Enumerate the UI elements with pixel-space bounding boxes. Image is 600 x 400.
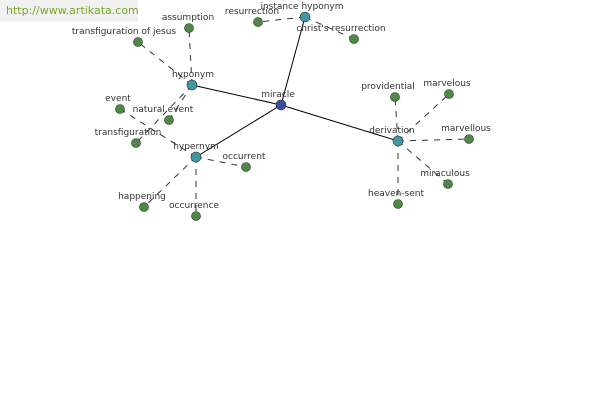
node-marker-marvelous[interactable] xyxy=(444,89,454,99)
nodes-layer: miracle hyponym instance hyponym derivation… xyxy=(72,2,491,221)
edge-miracle-hypernym xyxy=(195,104,282,158)
node-label-occurrent[interactable]: occurrent xyxy=(223,152,266,162)
node-hypernym[interactable]: hypernym xyxy=(173,142,219,163)
node-marvelous[interactable]: marvelous xyxy=(423,79,471,99)
node-marker-miracle[interactable] xyxy=(275,99,287,111)
node-label-instance_hyponym[interactable]: instance hyponym xyxy=(260,2,343,12)
node-label-christs_resurrection[interactable]: christ's resurrection xyxy=(296,24,385,34)
node-marker-hyponym[interactable] xyxy=(186,79,198,91)
node-label-transfiguration_of_jesus[interactable]: transfiguration of jesus xyxy=(72,27,177,37)
node-label-hypernym[interactable]: hypernym xyxy=(173,142,219,152)
node-providential[interactable]: providential xyxy=(361,82,415,102)
node-label-derivation[interactable]: derivation xyxy=(369,126,415,136)
node-label-marvelous[interactable]: marvelous xyxy=(423,79,471,89)
node-label-event[interactable]: event xyxy=(105,94,131,104)
node-label-happening[interactable]: happening xyxy=(118,192,166,202)
node-marker-heaven_sent[interactable] xyxy=(393,199,403,209)
node-label-miracle[interactable]: miracle xyxy=(261,90,295,100)
edge-instance_hyponym-christs_resurrection xyxy=(304,16,355,40)
edge-hyponym-transfiguration xyxy=(135,84,193,144)
node-label-providential[interactable]: providential xyxy=(361,82,415,92)
node-heaven_sent[interactable]: heaven-sent xyxy=(368,189,425,209)
node-natural_event[interactable]: natural event xyxy=(133,105,194,125)
edge-hypernym-event xyxy=(119,108,197,158)
node-label-heaven_sent[interactable]: heaven-sent xyxy=(368,189,425,199)
edge-derivation-providential xyxy=(394,96,399,142)
node-label-occurrence[interactable]: occurrence xyxy=(169,201,219,211)
node-marker-derivation[interactable] xyxy=(392,135,404,147)
node-marker-christs_resurrection[interactable] xyxy=(349,34,359,44)
edge-hypernym-occurrent xyxy=(195,156,247,168)
node-instance_hyponym[interactable]: instance hyponym xyxy=(260,2,344,23)
node-marker-occurrence[interactable] xyxy=(191,211,201,221)
node-label-transfiguration[interactable]: transfiguration xyxy=(95,128,162,138)
node-label-marvellous[interactable]: marvellous xyxy=(441,124,491,134)
node-label-assumption[interactable]: assumption xyxy=(162,13,214,23)
node-marker-marvellous[interactable] xyxy=(464,134,474,144)
node-assumption[interactable]: assumption xyxy=(162,13,214,33)
node-hyponym[interactable]: hyponym xyxy=(172,70,214,91)
node-occurrence[interactable]: occurrence xyxy=(169,201,219,221)
node-marker-assumption[interactable] xyxy=(184,23,194,33)
node-label-hyponym[interactable]: hyponym xyxy=(172,70,214,80)
edge-miracle-instance_hyponym xyxy=(280,16,306,106)
node-label-miraculous[interactable]: miraculous xyxy=(420,169,470,179)
edge-miracle-derivation xyxy=(280,104,399,142)
edge-hypernym-happening xyxy=(143,156,197,208)
edge-hyponym-assumption xyxy=(188,27,193,86)
node-marker-happening[interactable] xyxy=(139,202,149,212)
node-resurrection[interactable]: resurrection xyxy=(225,7,279,27)
node-occurrent[interactable]: occurrent xyxy=(223,152,266,172)
node-label-resurrection[interactable]: resurrection xyxy=(225,7,279,17)
node-marker-hypernym[interactable] xyxy=(190,151,202,163)
node-marker-event[interactable] xyxy=(115,104,125,114)
node-marker-transfiguration_of_jesus[interactable] xyxy=(133,37,143,47)
node-marker-instance_hyponym[interactable] xyxy=(299,11,311,23)
node-event[interactable]: event xyxy=(105,94,131,114)
node-happening[interactable]: happening xyxy=(118,192,166,212)
node-marvellous[interactable]: marvellous xyxy=(441,124,491,144)
edges-layer xyxy=(119,16,470,216)
edge-derivation-marvellous xyxy=(397,138,470,142)
node-miraculous[interactable]: miraculous xyxy=(420,169,470,189)
node-derivation[interactable]: derivation xyxy=(369,126,415,147)
node-marker-resurrection[interactable] xyxy=(253,17,263,27)
node-label-natural_event[interactable]: natural event xyxy=(133,105,194,115)
node-transfiguration[interactable]: transfiguration xyxy=(95,128,162,148)
node-miracle[interactable]: miracle xyxy=(261,90,295,111)
edge-instance_hyponym-resurrection xyxy=(257,16,306,23)
node-marker-occurrent[interactable] xyxy=(241,162,251,172)
node-marker-providential[interactable] xyxy=(390,92,400,102)
edge-miracle-hyponym xyxy=(191,84,282,106)
artikata-watermark: http://www.artikata.com xyxy=(0,0,139,22)
node-marker-transfiguration[interactable] xyxy=(131,138,141,148)
node-marker-natural_event[interactable] xyxy=(164,115,174,125)
node-transfiguration_of_jesus[interactable]: transfiguration of jesus xyxy=(72,27,177,47)
node-christs_resurrection[interactable]: christ's resurrection xyxy=(296,24,386,44)
node-marker-miraculous[interactable] xyxy=(443,179,453,189)
